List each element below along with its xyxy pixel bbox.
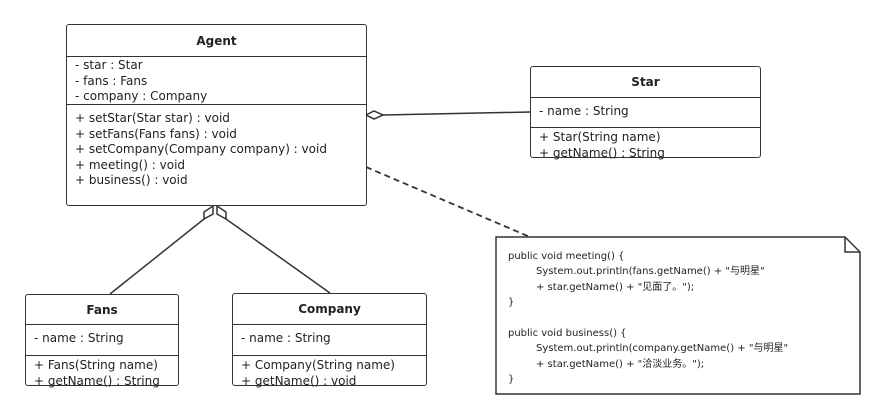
class-company[interactable]: Company - name : String + Company(String… (232, 293, 427, 388)
note-text: public void meeting() { System.out.printl… (508, 249, 788, 388)
attributes-section: - name : String (233, 325, 426, 355)
attribute: - fans : Fans (75, 73, 148, 88)
attributes-section: - name : String (26, 325, 178, 355)
code-note[interactable]: public void meeting() { System.out.printl… (496, 237, 860, 394)
aggregation-diamond-star (364, 110, 385, 120)
note-blank-line (508, 311, 788, 326)
class-agent[interactable]: Agent - star : Star - fans : Fans - comp… (66, 24, 367, 206)
method: + Company(String name) (241, 358, 395, 372)
note-line: + star.getName() + "见面了。"); (536, 281, 695, 293)
attribute: - name : String (539, 104, 629, 118)
class-name: Company (233, 294, 426, 325)
method: + setCompany(Company company) : void (75, 142, 327, 156)
class-fans[interactable]: Fans - name : String + Fans(String name)… (25, 294, 179, 388)
method: + Star(String name) (539, 130, 661, 144)
note-line: public void meeting() { (508, 251, 625, 262)
attribute: - company : Company (75, 89, 208, 103)
class-name: Star (531, 67, 760, 98)
method: + getName() : String (539, 145, 665, 160)
attribute: - star : Star (75, 58, 143, 72)
method: + business() : void (75, 173, 188, 187)
note-line: } (508, 374, 515, 386)
class-star[interactable]: Star - name : String + Star(String name)… (530, 66, 761, 160)
attributes-section: - star : Star - fans : Fans - company : … (67, 57, 366, 104)
methods-section: + setStar(Star star) : void + setFans(Fa… (67, 104, 366, 191)
aggregation-agent-fans (109, 218, 205, 295)
aggregation-agent-star (382, 111, 531, 116)
methods-section: + Star(String name) + getName() : String (531, 127, 760, 163)
note-line: public void business() { (508, 328, 627, 340)
attributes-section: - name : String (531, 98, 760, 127)
method: + setFans(Fans fans) : void (75, 126, 237, 141)
class-name: Agent (67, 25, 366, 57)
attribute: - name : String (241, 331, 331, 345)
attribute: - name : String (34, 331, 124, 345)
methods-section: + Company(String name) + getName() : voi… (233, 355, 426, 391)
method: + meeting() : void (75, 157, 186, 172)
note-line: } (508, 297, 515, 309)
note-line: System.out.println(fans.getName() + "与明星… (536, 266, 765, 278)
aggregation-diamond-company (216, 204, 227, 221)
note-line: System.out.println(company.getName() + "… (536, 343, 789, 355)
aggregation-diamond-fans (203, 204, 214, 221)
methods-section: + Fans(String name) + getName() : String (26, 355, 178, 391)
method: + getName() : String (34, 373, 160, 388)
method: + Fans(String name) (34, 358, 158, 372)
note-fold (844, 237, 860, 253)
aggregation-agent-company (225, 218, 331, 294)
note-line: + star.getName() + "洽淡业务。"); (536, 358, 705, 370)
class-name: Fans (26, 295, 178, 325)
note-anchor-line (365, 166, 531, 238)
note-shape (495, 236, 861, 395)
method: + setStar(Star star) : void (75, 111, 230, 125)
method: + getName() : void (241, 373, 357, 388)
